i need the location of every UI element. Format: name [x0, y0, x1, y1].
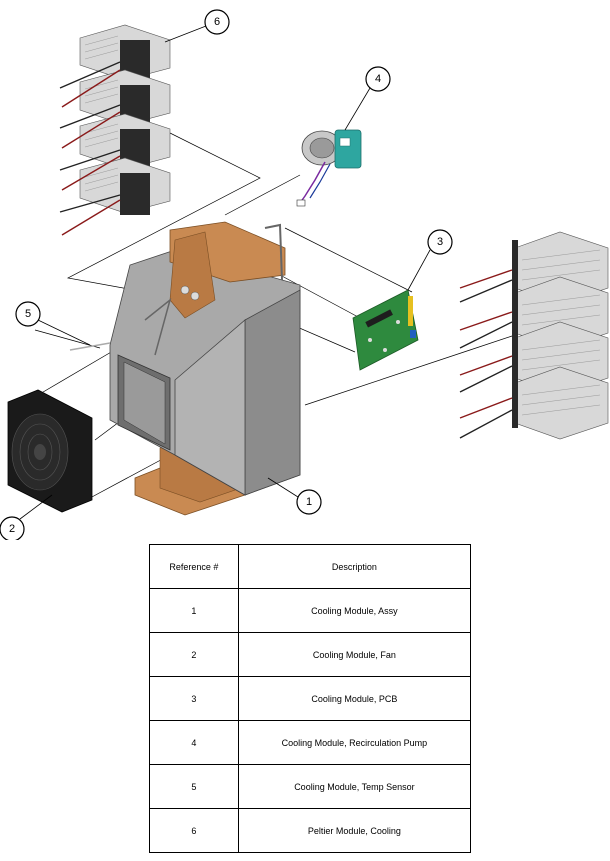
row-desc: Cooling Module, Temp Sensor [237, 764, 472, 809]
row-ref: 5 [149, 764, 239, 809]
table-row: 4 Cooling Module, Recirculation Pump [149, 720, 472, 765]
callout-2: 2 [0, 494, 53, 540]
table-row: 6 Peltier Module, Cooling [149, 808, 472, 853]
callout-6-label: 6 [214, 16, 220, 28]
row-desc: Cooling Module, Recirculation Pump [237, 720, 472, 765]
callout-4: 4 [344, 66, 391, 131]
row-ref: 6 [149, 808, 239, 853]
row-ref: 4 [149, 720, 239, 765]
cooling-module-assembly [109, 221, 301, 516]
row-desc: Cooling Module, Fan [237, 632, 472, 677]
callout-3: 3 [407, 229, 453, 291]
table-row: 2 Cooling Module, Fan [149, 632, 472, 677]
table-row: 5 Cooling Module, Temp Sensor [149, 764, 472, 809]
table-row: 1 Cooling Module, Assy [149, 588, 472, 633]
callout-1-label: 1 [306, 496, 312, 508]
parts-reference-table: Reference # Description 1 Cooling Module… [149, 544, 472, 853]
callout-5-label: 5 [25, 308, 31, 320]
header-reference: Reference # [149, 544, 239, 589]
callout-4-label: 4 [375, 73, 381, 85]
pcb-board [352, 289, 419, 371]
row-ref: 2 [149, 632, 239, 677]
row-desc: Cooling Module, PCB [237, 676, 472, 721]
row-desc: Cooling Module, Assy [237, 588, 472, 633]
fan [7, 389, 93, 513]
row-ref: 3 [149, 676, 239, 721]
row-desc: Peltier Module, Cooling [237, 808, 472, 853]
callout-3-label: 3 [437, 236, 443, 248]
header-description: Description [237, 544, 472, 589]
callout-2-label: 2 [9, 523, 15, 535]
exploded-view-diagram: 1 2 3 4 5 6 [0, 9, 609, 540]
peltier-module [79, 157, 171, 215]
table-row: 3 Cooling Module, PCB [149, 676, 472, 721]
row-ref: 1 [149, 588, 239, 633]
callout-5: 5 [15, 301, 91, 346]
peltier-module-stack [59, 24, 171, 236]
recirculation-pump [296, 129, 362, 207]
heatsink-stack [459, 231, 609, 440]
table-header-row: Reference # Description [149, 544, 472, 589]
heatsink-wires [459, 269, 513, 439]
peltier-wires [59, 61, 121, 236]
callout-1: 1 [267, 477, 322, 515]
temp-sensor [69, 342, 111, 351]
callout-6: 6 [164, 9, 230, 43]
